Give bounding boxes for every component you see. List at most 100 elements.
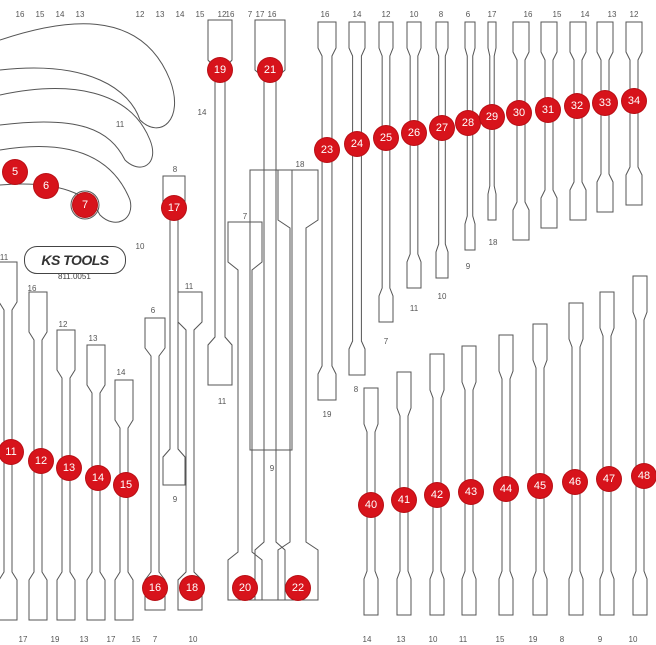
position-badge-34: 34 bbox=[622, 89, 646, 113]
size-label: 12 bbox=[629, 10, 639, 19]
size-label: 13 bbox=[88, 334, 98, 343]
size-label: 16 bbox=[225, 10, 235, 19]
size-label: 14 bbox=[197, 108, 207, 117]
wrench-outline bbox=[464, 21, 476, 251]
position-badge-18: 18 bbox=[180, 576, 204, 600]
position-badge-31: 31 bbox=[536, 98, 560, 122]
wrench-outline bbox=[532, 323, 548, 616]
position-badge-11: 11 bbox=[0, 440, 23, 464]
size-label: 19 bbox=[50, 635, 60, 644]
hex-key-outline bbox=[0, 23, 175, 129]
size-label: 18 bbox=[488, 238, 498, 247]
wrench-outline bbox=[227, 221, 263, 601]
position-badge-27: 27 bbox=[430, 116, 454, 140]
wrench-outline bbox=[162, 175, 186, 486]
wrench-outline bbox=[0, 261, 18, 621]
wrench-outline bbox=[363, 387, 379, 616]
size-label: 13 bbox=[75, 10, 85, 19]
wrench-outline bbox=[348, 21, 366, 376]
hex-key-outline bbox=[0, 88, 154, 168]
size-label: 7 bbox=[383, 337, 389, 346]
position-badge-28: 28 bbox=[456, 111, 480, 135]
wrench-outline bbox=[254, 19, 286, 601]
size-label: 10 bbox=[428, 635, 438, 644]
size-label: 13 bbox=[396, 635, 406, 644]
position-badge-44: 44 bbox=[494, 477, 518, 501]
wrench-outline bbox=[569, 21, 587, 221]
brand-logo: KS TOOLS bbox=[24, 246, 126, 274]
size-label: 11 bbox=[115, 120, 125, 129]
position-badge-7: 7 bbox=[73, 193, 97, 217]
position-badge-32: 32 bbox=[565, 94, 589, 118]
position-badge-29: 29 bbox=[480, 105, 504, 129]
size-label: 16 bbox=[523, 10, 533, 19]
size-label: 8 bbox=[559, 635, 565, 644]
wrench-outline bbox=[596, 21, 614, 213]
wrench-outline bbox=[277, 169, 319, 601]
size-label: 11 bbox=[0, 253, 9, 262]
size-label: 9 bbox=[465, 262, 471, 271]
wrench-outline bbox=[144, 317, 166, 611]
size-label: 10 bbox=[188, 635, 198, 644]
size-label: 14 bbox=[580, 10, 590, 19]
size-label: 19 bbox=[322, 410, 332, 419]
position-badge-19: 19 bbox=[208, 58, 232, 82]
size-label: 12 bbox=[217, 10, 227, 19]
position-badge-48: 48 bbox=[632, 464, 656, 488]
wrench-outline bbox=[599, 291, 615, 616]
hex-key-outline bbox=[0, 146, 132, 223]
position-badge-23: 23 bbox=[315, 138, 339, 162]
size-label: 14 bbox=[175, 10, 185, 19]
wrench-outline bbox=[568, 302, 584, 616]
size-label: 16 bbox=[15, 10, 25, 19]
size-label: 13 bbox=[79, 635, 89, 644]
size-label: 16 bbox=[27, 284, 37, 293]
size-label: 17 bbox=[487, 10, 497, 19]
wrench-cavity bbox=[249, 169, 293, 451]
size-label: 6 bbox=[150, 306, 156, 315]
size-label: 9 bbox=[269, 464, 275, 473]
wrench-outline bbox=[396, 371, 412, 616]
size-label: 9 bbox=[172, 495, 178, 504]
position-badge-12: 12 bbox=[29, 449, 53, 473]
part-number: 811.0051 bbox=[58, 272, 91, 281]
size-label: 15 bbox=[195, 10, 205, 19]
position-badge-42: 42 bbox=[425, 483, 449, 507]
size-label: 12 bbox=[381, 10, 391, 19]
position-badge-14: 14 bbox=[86, 466, 110, 490]
brand-logo-text: KS TOOLS bbox=[41, 252, 109, 268]
size-label: 16 bbox=[320, 10, 330, 19]
position-badge-13: 13 bbox=[57, 456, 81, 480]
position-badge-30: 30 bbox=[507, 101, 531, 125]
wrench-outline bbox=[317, 21, 337, 401]
position-badge-5: 5 bbox=[3, 160, 27, 184]
size-label: 17 bbox=[18, 635, 28, 644]
size-label: 12 bbox=[58, 320, 68, 329]
wrench-outline bbox=[625, 21, 643, 206]
size-label: 15 bbox=[552, 10, 562, 19]
position-badge-21: 21 bbox=[258, 58, 282, 82]
size-label: 15 bbox=[495, 635, 505, 644]
position-badge-22: 22 bbox=[286, 576, 310, 600]
size-label: 15 bbox=[131, 635, 141, 644]
position-badge-45: 45 bbox=[528, 474, 552, 498]
wrench-outline bbox=[114, 379, 134, 621]
wrench-outline bbox=[28, 291, 48, 621]
size-label: 6 bbox=[465, 10, 471, 19]
wrench-outline bbox=[498, 334, 514, 616]
wrench-outline bbox=[487, 21, 497, 221]
position-badge-6: 6 bbox=[34, 174, 58, 198]
position-badge-33: 33 bbox=[593, 91, 617, 115]
size-label: 13 bbox=[155, 10, 165, 19]
size-label: 19 bbox=[528, 635, 538, 644]
size-label: 17 bbox=[255, 10, 265, 19]
wrench-outline bbox=[378, 21, 394, 323]
size-label: 18 bbox=[295, 160, 305, 169]
size-label: 8 bbox=[438, 10, 444, 19]
position-badge-41: 41 bbox=[392, 488, 416, 512]
size-label: 8 bbox=[353, 385, 359, 394]
size-label: 14 bbox=[352, 10, 362, 19]
wrench-outline bbox=[56, 329, 76, 621]
size-label: 11 bbox=[458, 635, 468, 644]
